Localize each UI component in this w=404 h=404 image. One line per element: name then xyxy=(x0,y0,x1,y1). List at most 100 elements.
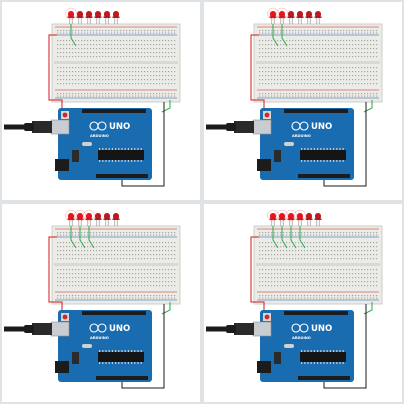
usb-cable-icon xyxy=(4,323,52,335)
led-row xyxy=(65,7,120,24)
usb-plug xyxy=(32,323,52,335)
led-icon xyxy=(74,209,86,226)
analog-header xyxy=(96,376,148,380)
uno-pcb xyxy=(260,108,354,180)
led-icon xyxy=(85,11,93,24)
crystal xyxy=(284,344,294,348)
green-wire xyxy=(363,100,373,113)
crystal xyxy=(82,142,92,146)
voltage-regulator xyxy=(274,150,281,162)
signal-wires xyxy=(70,24,171,113)
breadboard xyxy=(51,225,181,305)
signal-wires xyxy=(272,24,373,113)
usb-boot xyxy=(226,123,236,131)
led-icon xyxy=(314,213,322,226)
breadboard-channel xyxy=(256,263,380,266)
usb-port xyxy=(50,119,70,135)
led-icon xyxy=(267,209,279,226)
black-ground-wire xyxy=(121,304,165,389)
uno-brand-label: ARDUINO xyxy=(90,336,109,340)
digital-header xyxy=(82,311,146,315)
led-icon xyxy=(276,209,288,226)
led-icon xyxy=(112,11,120,24)
voltage-regulator xyxy=(72,150,79,162)
usb-cable xyxy=(206,124,228,130)
breadboard-channel xyxy=(256,61,380,64)
green-wire xyxy=(70,226,77,249)
green-wire xyxy=(363,302,373,315)
led-icon xyxy=(112,213,120,226)
analog-header xyxy=(96,174,148,178)
led-icon xyxy=(285,209,297,226)
chip-pins xyxy=(301,148,344,162)
usb-cable-icon xyxy=(4,121,52,133)
power-jack xyxy=(55,361,69,373)
breadboard-holes xyxy=(57,232,176,299)
uno-model-label: UNO xyxy=(311,122,332,132)
green-wire xyxy=(281,24,288,47)
green-wire xyxy=(272,226,279,249)
led-icon xyxy=(76,11,84,24)
power-jack xyxy=(55,159,69,171)
usb-boot xyxy=(24,123,34,131)
led-icon xyxy=(65,209,77,226)
usb-port xyxy=(50,321,70,337)
chip-pins xyxy=(99,350,142,364)
green-wire xyxy=(272,24,279,47)
breadboard xyxy=(253,23,383,103)
led-icon xyxy=(314,11,322,24)
analog-header xyxy=(298,376,350,380)
usb-plug xyxy=(234,121,254,133)
green-wire xyxy=(290,226,297,249)
breadboard-holes xyxy=(259,232,378,299)
digital-header xyxy=(82,109,146,113)
green-wire xyxy=(161,100,171,113)
uno-brand-label: ARDUINO xyxy=(90,134,109,138)
voltage-regulator xyxy=(72,352,79,364)
led-icon xyxy=(103,213,111,226)
usb-boot xyxy=(24,325,34,333)
black-ground-wire xyxy=(323,102,367,187)
uno-pcb xyxy=(58,108,152,180)
led-row xyxy=(65,209,120,226)
green-wire xyxy=(281,226,288,249)
uno-brand-label: ARDUINO xyxy=(292,336,311,340)
green-wire xyxy=(70,24,77,47)
power-jack xyxy=(257,361,271,373)
usb-cable xyxy=(4,326,26,332)
microcontroller-chip-icon xyxy=(98,150,144,160)
red-power-wire xyxy=(48,236,63,312)
uno-model-label: UNO xyxy=(311,324,332,334)
red-power-wire xyxy=(250,34,265,110)
breadboard-channel xyxy=(54,263,178,266)
analog-header xyxy=(298,174,350,178)
led-icon xyxy=(305,213,313,226)
led-icon xyxy=(296,11,304,24)
digital-header xyxy=(284,109,348,113)
uno-brand-label: ARDUINO xyxy=(292,134,311,138)
infinity-logo xyxy=(299,121,309,131)
reset-button-cap xyxy=(62,112,68,118)
green-wire xyxy=(299,226,306,249)
led-row xyxy=(267,209,322,226)
led-icon xyxy=(94,213,102,226)
reset-button-cap xyxy=(264,314,270,320)
green-wire xyxy=(161,302,171,315)
microcontroller-chip-icon xyxy=(300,352,346,362)
usb-cable-icon xyxy=(206,121,254,133)
led-icon xyxy=(83,209,95,226)
infinity-logo xyxy=(97,323,107,333)
infinity-logo xyxy=(97,121,107,131)
crystal xyxy=(82,344,92,348)
breadboard xyxy=(51,23,181,103)
black-ground-wire xyxy=(323,304,367,389)
usb-port xyxy=(252,321,272,337)
led-icon xyxy=(103,11,111,24)
led-icon xyxy=(294,209,306,226)
power-jack xyxy=(257,159,271,171)
